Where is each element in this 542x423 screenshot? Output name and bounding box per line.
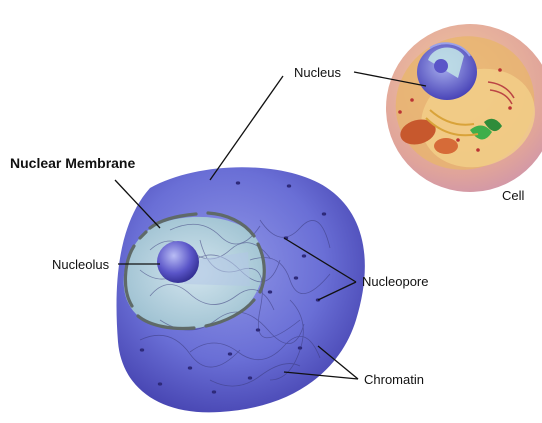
label-chromatin: Chromatin bbox=[364, 372, 424, 387]
cell-illustration bbox=[358, 0, 542, 220]
label-cell: Cell bbox=[502, 188, 525, 203]
mitochondrion-shape bbox=[434, 138, 458, 154]
label-nuclear-membrane: Nuclear Membrane bbox=[10, 155, 135, 171]
label-nucleopore: Nucleopore bbox=[362, 274, 429, 289]
label-nucleolus: Nucleolus bbox=[52, 257, 110, 272]
nucleus-leader-to-large bbox=[210, 76, 283, 180]
nucleolus-shape bbox=[157, 241, 199, 283]
label-nucleus: Nucleus bbox=[294, 65, 341, 80]
